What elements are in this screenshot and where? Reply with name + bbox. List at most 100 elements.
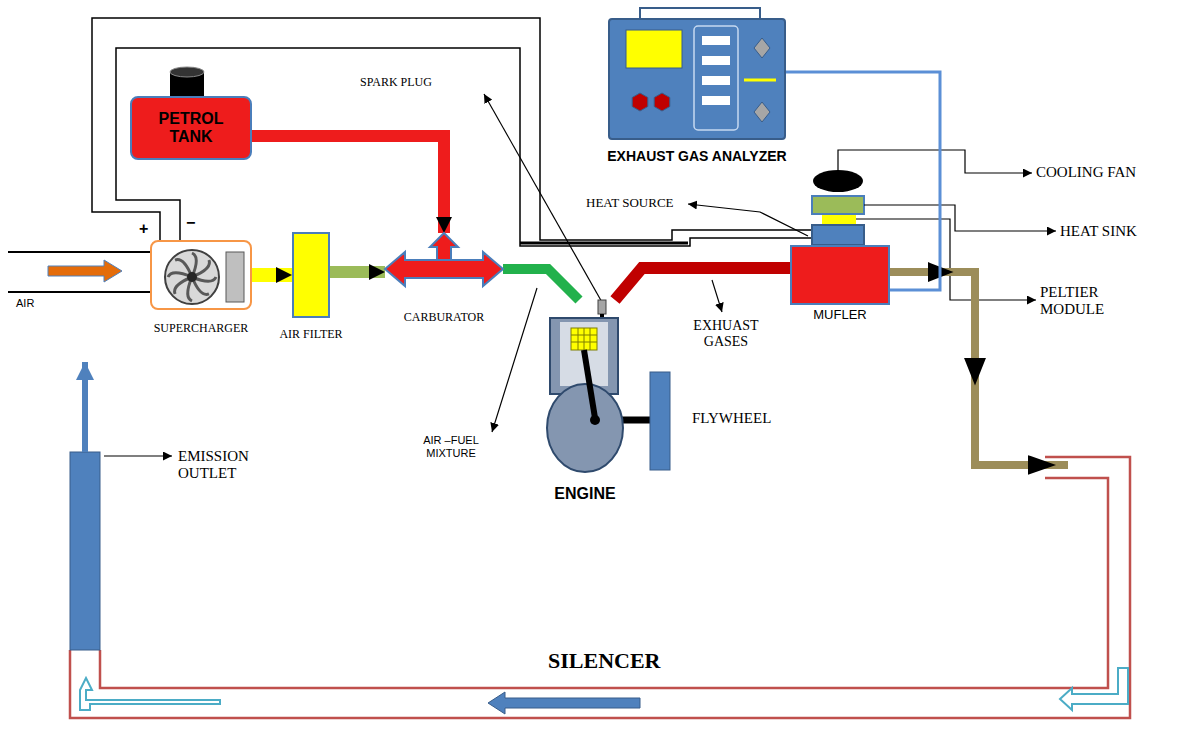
flow-arrow <box>80 678 220 710</box>
part-name: COOLING FAN <box>1036 164 1136 181</box>
flow-label: AIR –FUEL MIXTURE <box>405 434 497 459</box>
tank-cap <box>170 67 204 77</box>
part-name: CARBURATOR <box>404 311 484 325</box>
pipe-connector <box>252 136 444 233</box>
muffler-box: MUFLER <box>790 245 890 305</box>
terminal-sign: + <box>139 220 148 238</box>
air-intake <box>8 251 150 253</box>
engine-shape-art <box>584 328 585 350</box>
part-name: HEAT SOURCE <box>586 196 674 211</box>
analyzer-box: EXHAUST GAS ANALYZER <box>608 18 786 140</box>
air-intake <box>8 252 150 292</box>
part-name: ENGINE <box>554 485 615 503</box>
analyzer-box-art <box>754 102 770 122</box>
leader-line <box>104 455 172 456</box>
peltier-stack <box>812 196 864 214</box>
analyzer-box-art <box>610 20 784 138</box>
analyzer-handle <box>640 8 760 18</box>
flow-arrow <box>488 692 640 714</box>
analyzer-box-art <box>654 93 670 111</box>
analyzer-box-art <box>702 76 730 85</box>
leader-line <box>492 288 537 432</box>
tank-cap <box>170 67 204 96</box>
flywheel <box>650 372 670 470</box>
filter-box: AIR FILTER <box>292 232 330 318</box>
peltier-stack <box>812 170 864 245</box>
part-name: SILENCER <box>548 648 660 673</box>
pipe-connector <box>503 269 579 300</box>
pipe-connector <box>252 268 292 282</box>
silencer-pipe <box>100 478 1108 688</box>
wire <box>520 242 688 245</box>
analyzer-box-art <box>632 93 648 111</box>
emission-outlet <box>70 452 100 650</box>
part-name: MUFLER <box>813 308 866 323</box>
engine-shape-art <box>590 415 600 425</box>
silencer-pipe <box>70 457 1130 718</box>
engine-shape-art <box>545 300 625 475</box>
engine-shape-art <box>578 328 579 350</box>
engine-shape-art <box>571 342 597 343</box>
tank-box: PETROL TANK <box>130 96 252 160</box>
flow-arrow <box>1060 668 1128 710</box>
silencer-pipe <box>70 457 1130 718</box>
part-name: EXHAUST GAS ANALYZER <box>607 148 786 164</box>
tank-name: PETROL TANK <box>140 110 242 147</box>
analyzer-box-art <box>702 36 730 45</box>
outlet-pipe <box>1030 458 1050 472</box>
wire <box>92 18 812 246</box>
air-intake <box>48 260 122 282</box>
flow-label: EXHUAST GASES <box>684 318 768 350</box>
supercharger-box-art <box>187 272 197 282</box>
air-intake <box>8 291 150 293</box>
engine-shape-art <box>571 328 597 350</box>
emission-outlet <box>70 362 100 650</box>
part-name: SUPERCHARGER <box>154 322 249 336</box>
analyzer-box-art <box>694 26 738 130</box>
analyzer-handle <box>640 8 760 18</box>
carburetor-shape-art <box>430 233 458 260</box>
analyzer-box-art <box>744 79 776 82</box>
leader-line <box>712 280 722 312</box>
part-name: EMISSION OUTLET <box>178 448 278 483</box>
terminal-sign: − <box>186 214 195 232</box>
analyzer-box-art <box>626 30 682 68</box>
outlet-pipe <box>967 360 983 380</box>
leader-line <box>484 94 603 304</box>
carburetor-shape-art <box>385 233 503 305</box>
engine-shape-art <box>571 335 597 336</box>
outlet-pipe <box>890 272 1068 465</box>
emission-outlet <box>82 362 88 452</box>
flow-label: AIR <box>16 297 34 310</box>
part-name: HEAT SINK <box>1060 223 1137 240</box>
supercharger-box-art <box>152 242 250 308</box>
engine-shape-art <box>547 384 623 472</box>
part-name: FLYWHEEL <box>692 410 771 427</box>
engine-shape-art <box>590 328 591 350</box>
leader-line <box>838 150 1032 173</box>
analyzer-box-art <box>754 38 770 58</box>
part-name: SPARK PLUG <box>360 76 432 90</box>
peltier-stack <box>813 170 863 192</box>
wire <box>116 48 812 246</box>
engine-shape: ENGINE <box>545 300 625 475</box>
engine-shape-art <box>598 300 606 314</box>
supercharger-box-art <box>226 252 244 302</box>
analyzer-box-art <box>702 56 730 65</box>
pipe-connector <box>330 266 385 278</box>
pipe-connector <box>615 268 790 300</box>
wire <box>92 18 812 240</box>
peltier-stack <box>812 225 864 245</box>
leader-line <box>864 205 1056 231</box>
analyzer-box-art <box>702 96 730 105</box>
carburetor-shape: CARBURATOR <box>385 233 503 305</box>
part-name: AIR FILTER <box>279 328 342 342</box>
supercharger-box: SUPERCHARGER <box>150 240 252 310</box>
part-name: PELTIER MODULE <box>1040 284 1150 319</box>
supercharger-box-art <box>165 250 219 304</box>
leader-line <box>688 204 808 236</box>
engine-shape-art <box>584 350 595 418</box>
